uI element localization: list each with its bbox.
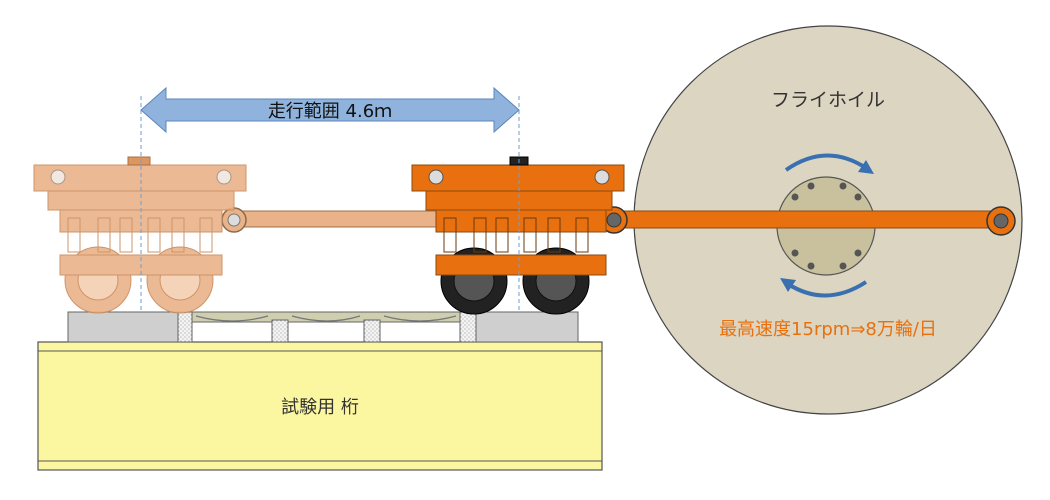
hub-bolts [791,182,862,270]
rotation-arrow-bottom [786,280,868,298]
bogie-active [411,156,625,315]
rod-active [613,210,1003,229]
rotation-arrowhead-top [858,160,874,174]
travel-range-arrow [140,86,520,134]
flywheel-label: フライホイル [771,89,885,111]
deck [67,311,579,343]
deck-block-left [67,311,179,343]
travel-range-indicator: 走行範囲 4.6ｍ [140,86,520,312]
rotation-arrow-top [784,153,868,172]
bogie-ghost [33,156,247,314]
rotation-arrowhead-bottom [780,278,796,292]
test-girder-label: 試験用 桁 [281,397,359,418]
travel-range-label: 走行範囲 4.6ｍ [268,101,392,122]
max-speed-label: 最高速度15rpm⇒8万輪/日 [719,319,937,340]
deck-block-right [475,311,579,343]
test-girder: 試験用 桁 [37,341,603,471]
